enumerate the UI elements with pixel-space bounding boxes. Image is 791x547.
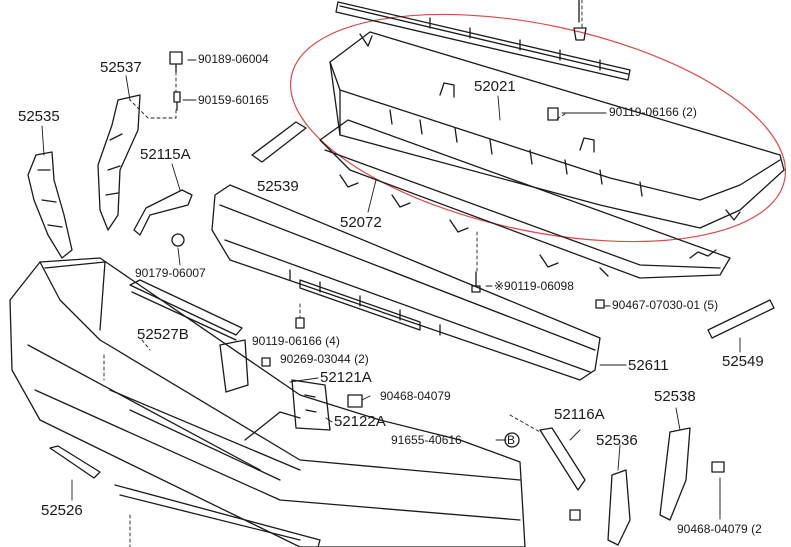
fastener-label-90119-4: 90119-06166 (4)	[252, 334, 340, 348]
fastener-label-90468-2: 90468-04079 (2	[677, 522, 762, 536]
part-label-52115A: 52115A	[140, 146, 191, 163]
rear-bumper-cover-drawing	[329, 31, 785, 229]
part-label-52072: 52072	[340, 214, 382, 231]
fastener-label-91655: 91655-40616	[391, 433, 462, 447]
part-label-52538: 52538	[654, 388, 696, 405]
leader-lines	[41, 59, 741, 517]
circle-marker-shape	[504, 432, 520, 448]
fastener-label-90468: 90468-04079	[380, 389, 451, 403]
part-label-52611: 52611	[628, 357, 669, 374]
highlight-ellipse	[289, 13, 787, 243]
part-label-52549: 52549	[722, 353, 764, 370]
lower-cover-drawing	[319, 119, 731, 279]
fastener-label-90119-06098: ※90119-06098	[494, 279, 574, 293]
part-label-52121A: 52121A	[320, 369, 372, 386]
part-label-52526: 52526	[41, 502, 83, 519]
fastener-label-90189: 90189-06004	[198, 52, 269, 66]
part-label-52536: 52536	[596, 432, 638, 449]
part-label-52021: 52021	[474, 78, 516, 95]
part-label-52537: 52537	[100, 59, 142, 76]
fastener-label-90119-2: 90119-06166 (2)	[609, 105, 697, 119]
left-brackets-drawing	[27, 94, 141, 259]
fastener-label-90269: 90269-03044 (2)	[280, 352, 369, 366]
reinforcement-rail	[335, 0, 631, 81]
front-bumper-cover-drawing	[9, 257, 526, 547]
circle-marker-b: B	[507, 433, 516, 447]
part-label-52527B: 52527B	[137, 326, 189, 343]
dashed-assembly-lines	[103, 0, 721, 547]
small-parts-drawing	[49, 51, 775, 546]
part-label-52539: 52539	[257, 178, 299, 195]
front-reinforcement-drawing	[211, 184, 601, 381]
fastener-label-90159: 90159-60165	[198, 93, 269, 107]
fastener-label-90467: 90467-07030-01 (5)	[612, 298, 719, 312]
part-label-52535: 52535	[18, 108, 60, 125]
part-label-52116A: 52116A	[554, 406, 605, 423]
fastener-label-90179: 90179-06007	[135, 266, 206, 280]
part-label-52122A: 52122A	[334, 413, 386, 430]
